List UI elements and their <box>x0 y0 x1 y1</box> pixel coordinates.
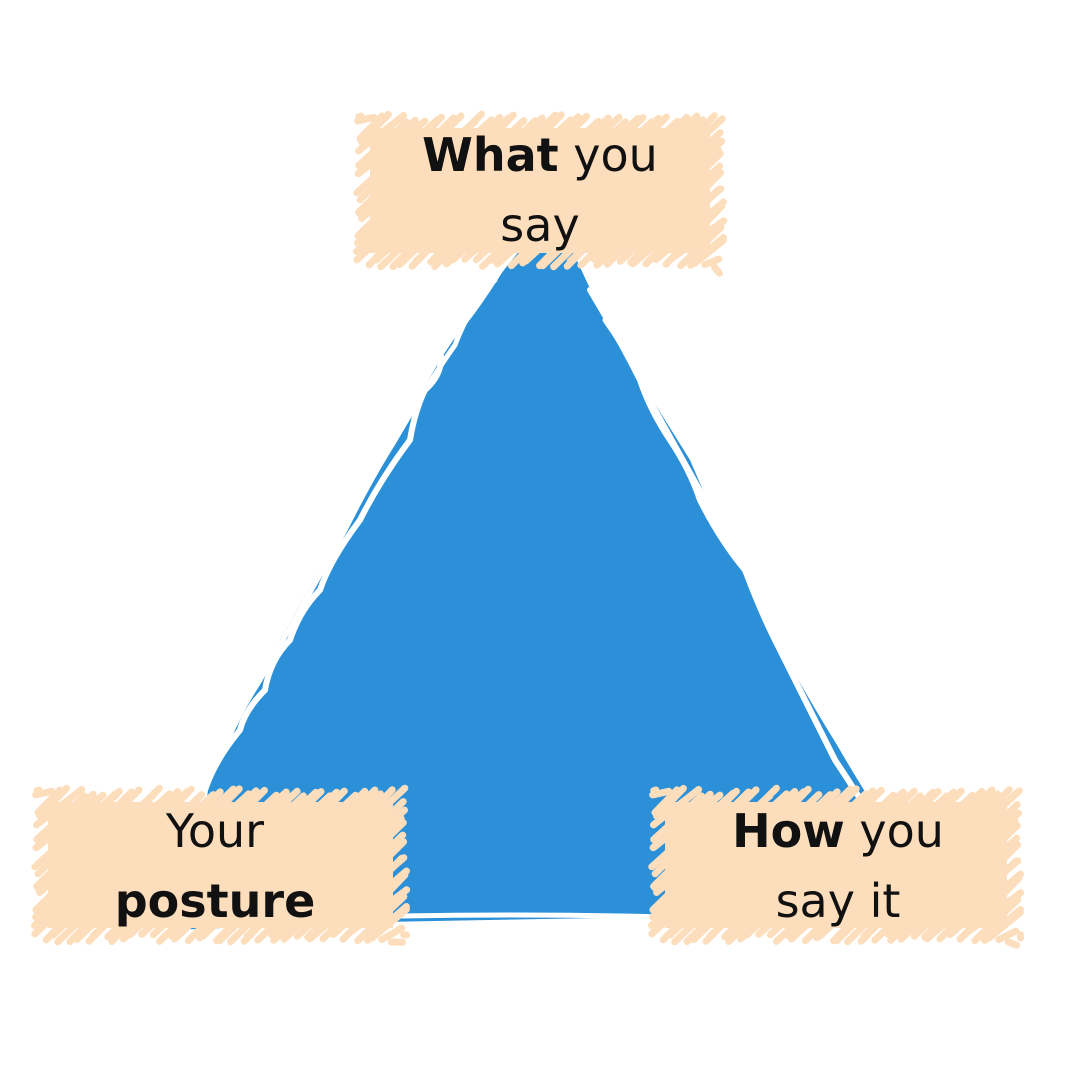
label-what-rest: you <box>559 128 658 182</box>
label-how-line2: say it <box>776 874 901 928</box>
box-hatch-stroke <box>1008 942 1016 945</box>
label-how-bold: How <box>732 804 845 858</box>
label-posture-bold: posture <box>115 874 316 928</box>
label-how-you-say-it: How you say it <box>668 796 1008 936</box>
label-your-posture: Your posture <box>40 796 390 936</box>
label-what-bold: What <box>422 128 559 182</box>
label-your: Your <box>166 804 264 858</box>
label-how-rest: you <box>845 804 944 858</box>
box-hatch-stroke <box>36 791 52 795</box>
label-what-line2: say <box>500 198 579 252</box>
label-what-you-say: What you say <box>370 120 710 260</box>
box-hatch-stroke <box>653 791 669 795</box>
box-hatch-stroke <box>714 267 719 273</box>
